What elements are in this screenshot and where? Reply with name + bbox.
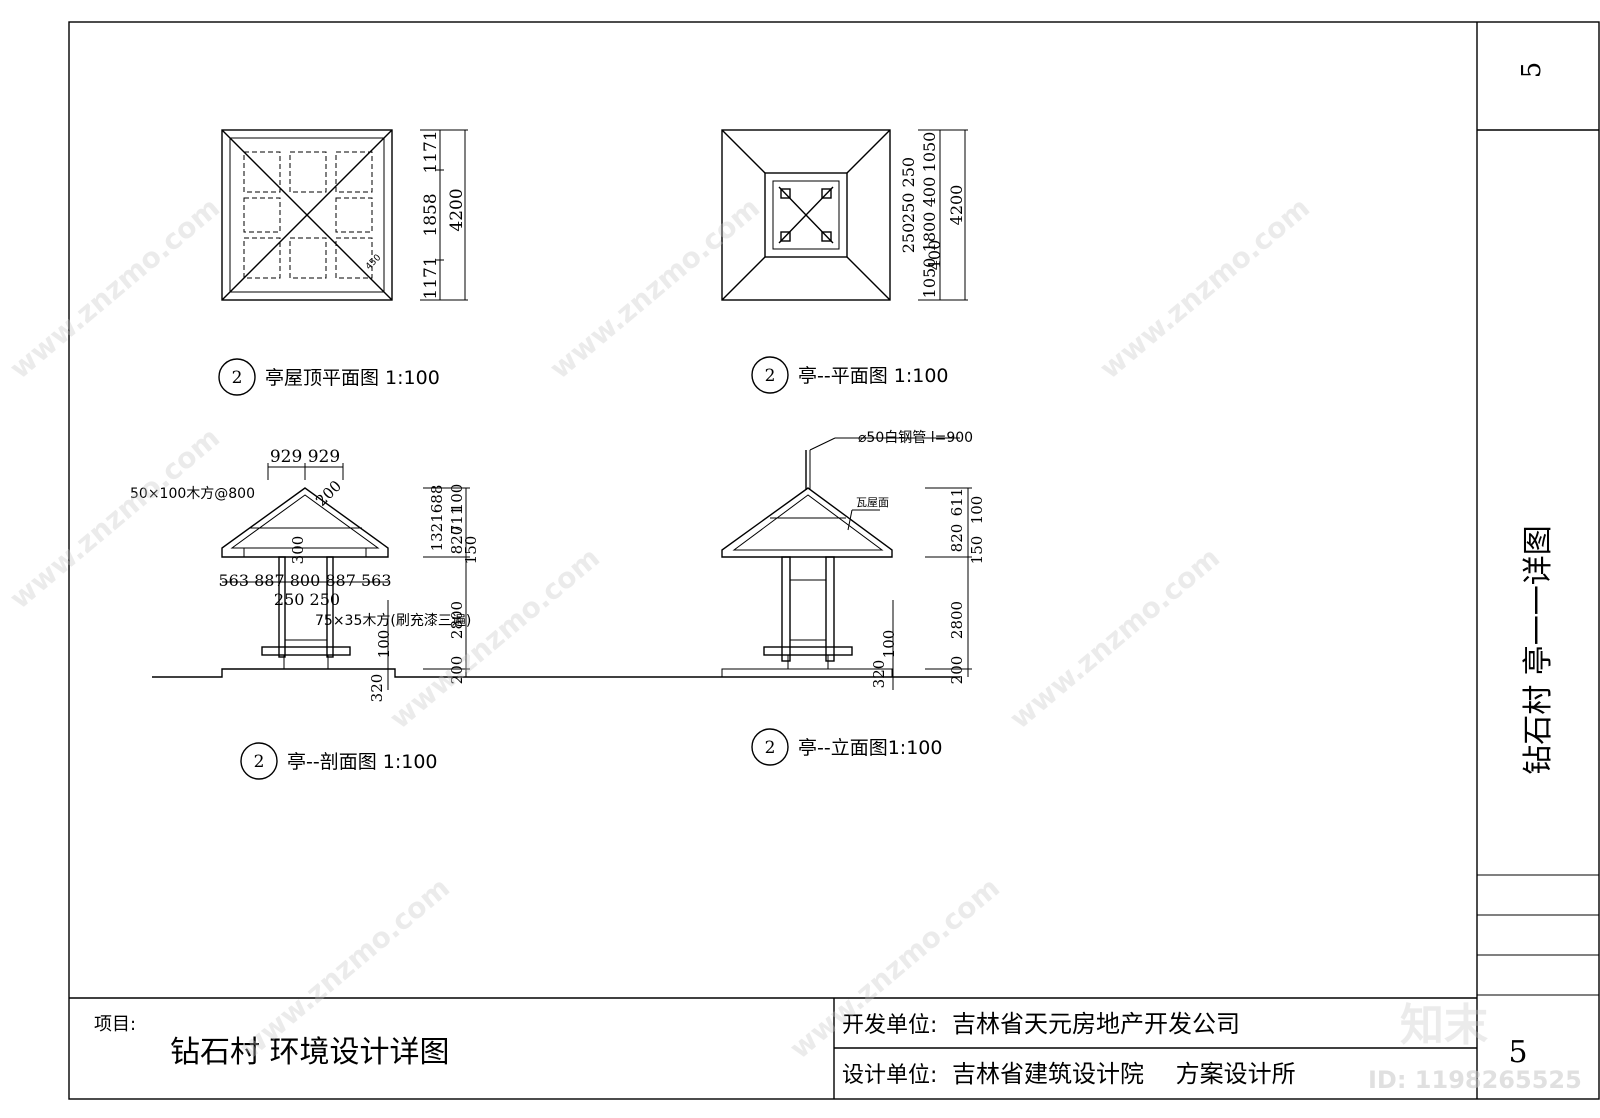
section-top-dims: 929 929 [270,447,340,467]
developer-name: 吉林省天元房地产开发公司 [952,1010,1240,1038]
plan-dim-250-top: 250 250 [899,157,918,223]
roof-plan-index: 2 [232,368,243,388]
section-dim-300: 300 [289,536,307,565]
sheet-number-bottom: 5 [1508,1035,1527,1070]
designer-label: 设计单位: [842,1063,937,1088]
plan-dim-4200: 4200 [947,185,966,226]
section-vert-320: 320 [368,674,386,703]
developer-label: 开发单位: [842,1013,937,1038]
plan-dim-250-low: 250 [899,223,918,254]
plan-drawing [721,129,968,301]
roof-mark: 450 [364,253,383,272]
roof-dim-1171-bottom: 1171 [421,256,441,299]
elevation-vert-100: 100 [968,496,986,525]
roof-plan-caption: 亭屋顶平面图 1:100 [265,367,440,389]
section-vert-left: 1321688 [428,485,446,552]
elevation-vert-611: 611 [948,488,966,517]
plan-dim-400-low: 400 [925,240,944,271]
section-drawing [152,463,960,690]
elevation-vert-320: 320 [870,660,888,689]
section-vert-711: 711 [448,506,466,535]
sheet-number-top: 5 [1517,62,1547,79]
watermark-brand: 知末 [1400,1000,1488,1051]
watermark-url-1: www.znzmo.com [3,191,226,385]
watermark-url-2: www.znzmo.com [543,191,766,385]
side-title: 钻石村 亭一一详图 [1521,525,1556,775]
section-vert-100: 100 [448,484,466,513]
roof-dim-1171-top: 1171 [421,130,441,173]
plan-index: 2 [765,366,776,386]
elevation-tile-label: 瓦屋面 [856,496,889,509]
section-caption: 亭--剖面图 1:100 [287,751,438,773]
plan-index-circle [751,356,789,394]
plan-dim-1050-top: 1050 [920,132,939,173]
elevation-drawing [721,437,972,690]
roof-plan-index-circle [218,358,256,396]
section-vert-100-low: 100 [375,630,393,659]
roof-plan-drawing [221,129,468,301]
section-beam-label: 75×35木方(刷充漆三遍) [315,613,471,629]
elevation-index-circle [751,728,789,766]
project-name: 钻石村 环境设计详图 [170,1035,450,1070]
watermark-id: ID: 1198265525 [1368,1066,1582,1094]
elevation-pipe-label: ⌀50白钢管 l=900 [858,430,973,446]
section-vert-150: 150 [462,536,480,565]
section-bottom-dims: 563 887 800 887 563 [218,571,391,590]
watermark-url-4: www.znzmo.com [3,421,226,615]
section-vert-820: 820 [448,526,466,555]
elevation-index: 2 [765,738,776,758]
project-label: 项目: [94,1014,136,1035]
elevation-vert-100-low: 100 [880,630,898,659]
elevation-vert-150: 150 [968,536,986,565]
watermark-url-5: www.znzmo.com [383,541,606,735]
section-dim-200: 200 [312,477,345,510]
section-rafter-label: 50×100木方@800 [130,486,255,502]
elevation-vert-200: 200 [948,656,966,685]
plan-dim-1050-low: 1050 [920,258,939,299]
roof-dim-1858: 1858 [421,193,441,236]
section-index-circle [240,742,278,780]
section-vert-200: 200 [448,656,466,685]
designer-name: 吉林省建筑设计院 方案设计所 [952,1060,1296,1088]
watermark-url-6: www.znzmo.com [1003,541,1226,735]
elevation-caption: 亭--立面图1:100 [798,737,942,759]
elevation-vert-2800: 2800 [948,601,966,639]
section-index: 2 [254,752,265,772]
roof-dim-4200: 4200 [447,188,467,231]
plan-caption: 亭--平面图 1:100 [798,365,949,387]
plan-dim-400-top: 400 [920,177,939,208]
plan-dim-1800: 1800 [920,212,939,253]
section-dims-250: 250 250 [274,590,340,609]
watermark-url-3: www.znzmo.com [1093,191,1316,385]
elevation-vert-820: 820 [948,524,966,553]
section-vert-2800: 2800 [448,601,466,639]
